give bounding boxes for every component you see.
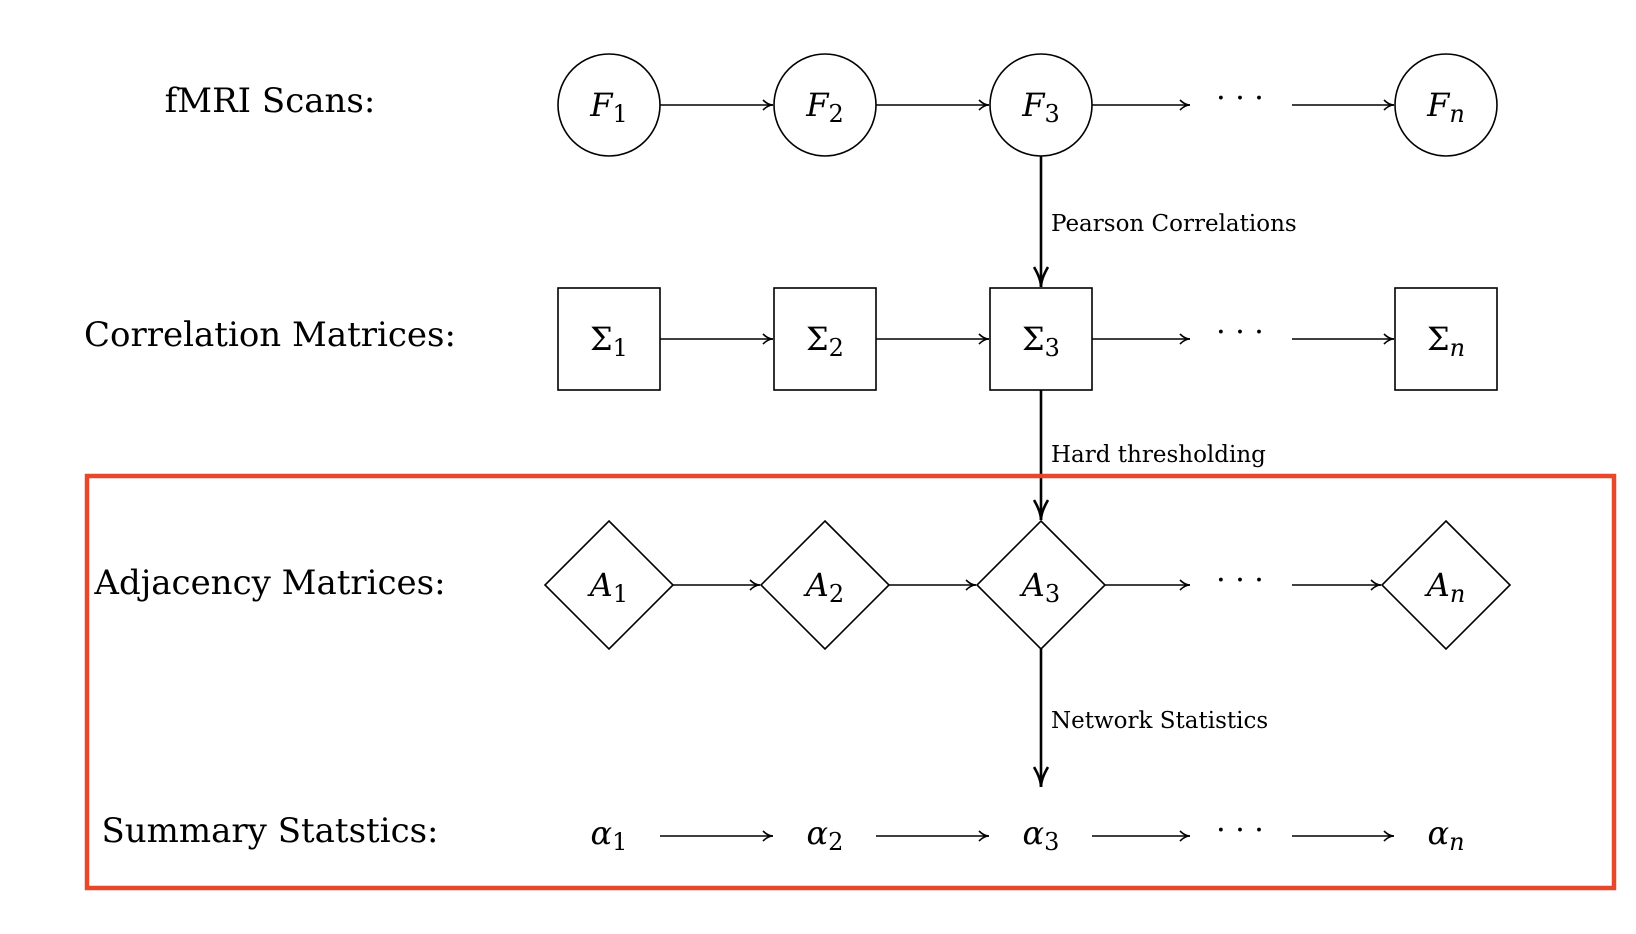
label-alpha2: α2: [807, 814, 844, 856]
node-an: [1380, 519, 1512, 651]
label-f3: F3: [1021, 86, 1059, 128]
label-sigma3: Σ3: [1022, 320, 1060, 362]
edge-label-threshold: Hard thresholding: [1051, 442, 1266, 468]
label-f1: F1: [589, 86, 627, 128]
ellipsis-row2: · · ·: [1216, 315, 1264, 350]
row-label-fmri: fMRI Scans:: [165, 81, 376, 121]
edge-label-network: Network Statistics: [1051, 708, 1268, 734]
label-fn: Fn: [1426, 86, 1465, 128]
ellipsis-row4: · · ·: [1216, 813, 1264, 848]
node-a1: [543, 519, 675, 651]
label-alphan: αn: [1427, 814, 1464, 856]
label-sigma1: Σ1: [590, 320, 628, 362]
label-a2: A2: [803, 566, 844, 608]
label-sigma2: Σ2: [806, 320, 844, 362]
row-label-summary: Summary Statstics:: [101, 811, 438, 851]
node-fn: [1394, 53, 1498, 157]
ellipsis-row1: · · ·: [1216, 81, 1264, 116]
label-an: An: [1424, 566, 1466, 608]
label-alpha3: α3: [1023, 814, 1060, 856]
label-sigman: Σn: [1427, 320, 1465, 362]
node-labels: F1 F2 F3 Fn Σ1 Σ2 Σ3 Σn A1 A2 A3 An α1 α…: [587, 86, 1465, 856]
row-label-adjacency: Adjacency Matrices:: [93, 563, 445, 603]
ellipsis-row3: · · ·: [1216, 563, 1264, 598]
label-f2: F2: [805, 86, 843, 128]
label-a3: A3: [1019, 566, 1060, 608]
edge-label-pearson: Pearson Correlations: [1051, 211, 1297, 237]
node-sigman: [1394, 287, 1498, 391]
highlight-box: [84, 473, 1617, 891]
label-alpha1: α1: [591, 814, 628, 856]
label-a1: A1: [587, 566, 628, 608]
row-label-correlation: Correlation Matrices:: [84, 315, 456, 355]
node-a2: [759, 519, 891, 651]
